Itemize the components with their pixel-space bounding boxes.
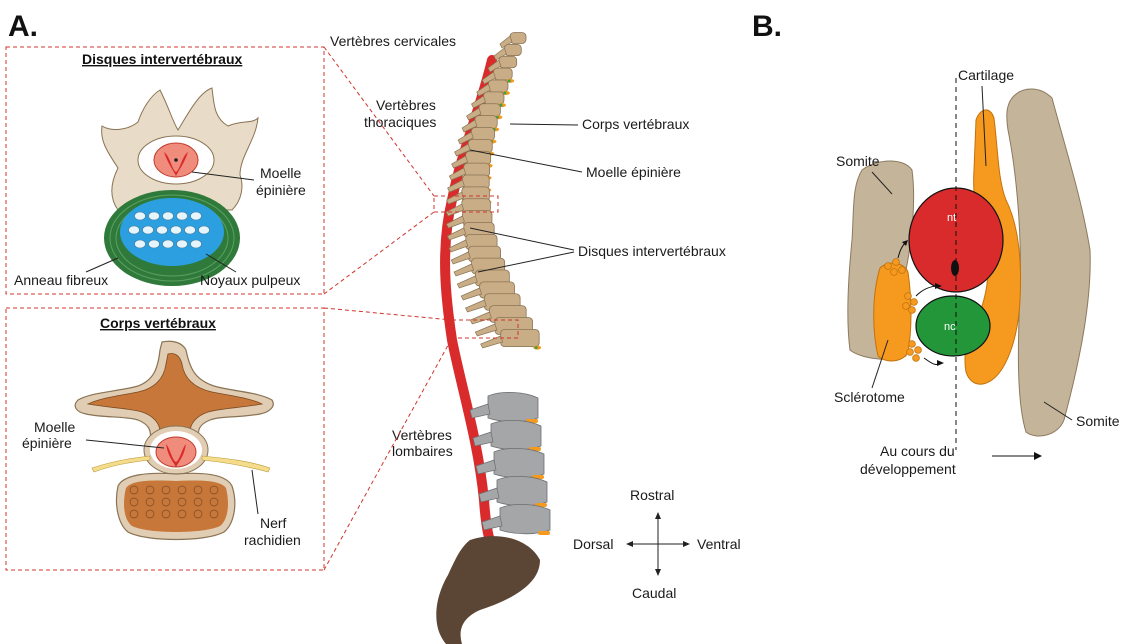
vertebra <box>483 92 504 104</box>
nucleus-cell <box>177 240 188 248</box>
neural-tube-lumen <box>951 260 959 276</box>
vertebra <box>494 68 513 80</box>
nucleus-cell <box>185 226 196 234</box>
nucleus-cell <box>149 240 160 248</box>
label-discs: Disques intervertébraux <box>578 243 726 259</box>
label-thoracic-1: Vertèbres <box>376 97 436 113</box>
sclerotome-shape <box>874 263 911 361</box>
thoracic-vertebrae <box>446 33 541 350</box>
compass-ventral: Ventral <box>697 536 741 552</box>
sclerotome-label: Sclérotome <box>834 389 905 405</box>
disc-annulus-label: Anneau fibreux <box>14 272 108 288</box>
sacrum <box>436 536 540 644</box>
vertebra <box>479 104 500 117</box>
vertebra-cross-section <box>75 341 273 539</box>
body-inset-connector-top <box>324 308 452 320</box>
nucleus-cell <box>177 212 188 220</box>
disc-nucleus-dot <box>508 79 511 82</box>
spinous-process <box>466 300 487 312</box>
nucleus-cell <box>149 212 160 220</box>
body-inset-title: Corps vertébraux <box>100 315 216 331</box>
spinous-process <box>475 324 497 336</box>
compass-rostral: Rostral <box>630 487 674 503</box>
cartilage-label: Cartilage <box>958 67 1014 83</box>
leader-body-nerve <box>252 470 258 514</box>
label-lumbar-1: Vertèbres <box>392 427 452 443</box>
spinous-process <box>451 252 470 264</box>
vertebra <box>471 128 494 141</box>
spinous-process <box>457 276 477 288</box>
body-nerve-label-2: rachidien <box>244 532 301 548</box>
nt-label: nt <box>947 212 956 224</box>
spinous-process <box>470 312 491 324</box>
body-cord-label-2: épinière <box>22 435 72 451</box>
lumbar-vertebra <box>491 420 541 449</box>
vertebra <box>488 80 508 92</box>
lumbar-vertebra <box>497 476 547 505</box>
vertebra <box>510 33 526 44</box>
lumbar-process <box>470 404 490 418</box>
disc-cord-label-1: Moelle <box>260 165 301 181</box>
disc-inset-connector-bottom <box>324 212 434 294</box>
panel-b-letter: B. <box>752 10 782 43</box>
leader-vertebral-bodies <box>510 124 578 125</box>
spinous-process <box>449 240 468 252</box>
compass-caudal: Caudal <box>632 585 676 601</box>
nucleus-cell <box>191 212 202 220</box>
nucleus-cell <box>135 240 146 248</box>
lumbar-vertebra <box>494 448 544 477</box>
label-lumbar-2: lombaires <box>392 443 453 459</box>
disc-nucleus-dot <box>535 346 538 349</box>
somite-left-label: Somite <box>836 153 880 169</box>
compass-dorsal: Dorsal <box>573 536 613 552</box>
nucleus-cell <box>171 226 182 234</box>
lumbar-vertebra <box>488 392 538 421</box>
nucleus-cell <box>199 226 210 234</box>
somite-right-label: Somite <box>1076 413 1120 429</box>
nucleus-cell <box>135 212 146 220</box>
lumbar-vertebra <box>500 504 550 533</box>
body-nerve-label-1: Nerf <box>260 515 287 531</box>
label-vertebral-bodies: Corps vertébraux <box>582 116 689 132</box>
spinous-process <box>481 336 503 348</box>
nucleus-cell <box>163 212 174 220</box>
spinous-process <box>454 264 474 276</box>
nucleus-cell <box>157 226 168 234</box>
orientation-compass: Rostral Caudal Dorsal Ventral <box>573 487 741 601</box>
panel-a-letter: A. <box>8 10 38 43</box>
vertebra <box>501 329 540 346</box>
vertebra <box>499 56 517 68</box>
body-cord-label-1: Moelle <box>34 419 75 435</box>
label-cervical: Vertèbres cervicales <box>330 33 456 49</box>
development-label-2: développement <box>860 461 956 477</box>
vertebra <box>475 116 497 129</box>
nucleus-cell <box>143 226 154 234</box>
vertebra <box>504 44 521 55</box>
disc-inset-title: Disques intervertébraux <box>82 51 242 67</box>
nc-label: nc <box>944 321 956 333</box>
leader-annulus <box>86 258 118 272</box>
spinous-process <box>461 288 481 300</box>
nucleus-cell <box>163 240 174 248</box>
development-label-1: Au cours du <box>880 443 955 459</box>
nucleus-cell <box>191 240 202 248</box>
disc-cross-section <box>102 88 258 286</box>
disc-nucleus-label: Noyaux pulpeux <box>200 272 300 288</box>
disc-cord-label-2: épinière <box>256 182 306 198</box>
lumbar-disc <box>538 531 550 535</box>
nucleus-cell <box>129 226 140 234</box>
label-spinal-cord: Moelle épinière <box>586 164 681 180</box>
